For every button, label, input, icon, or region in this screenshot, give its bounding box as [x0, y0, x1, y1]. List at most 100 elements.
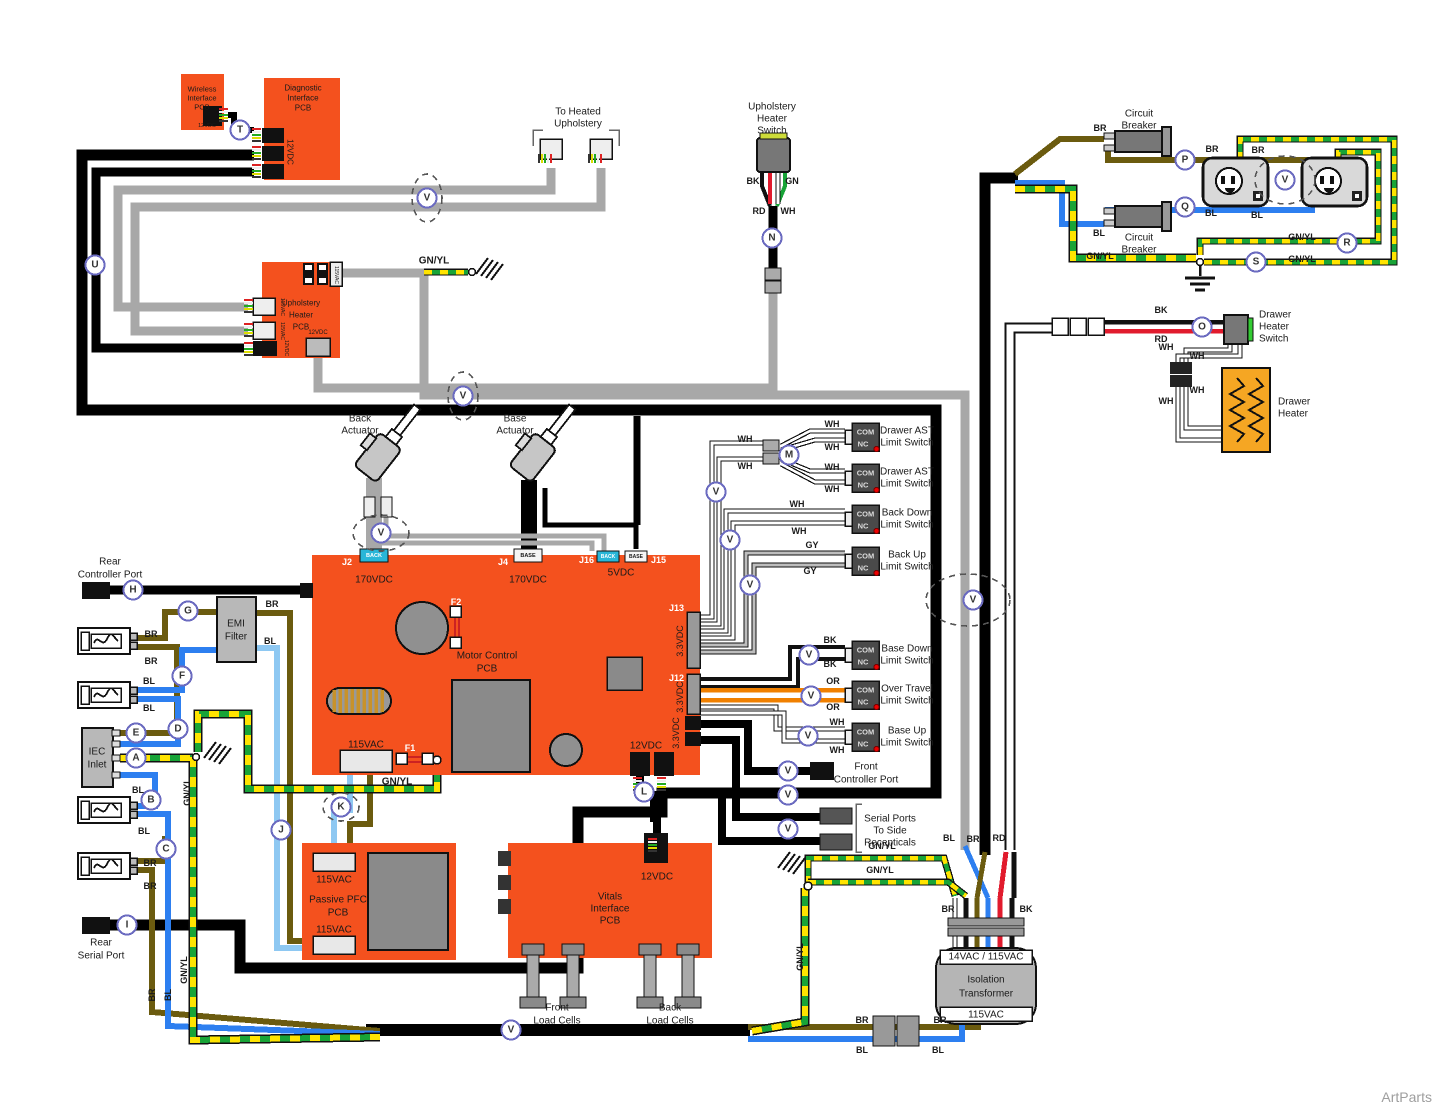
- wire-gray-heated-uph-2[interactable]: [130, 168, 606, 336]
- trunk-main[interactable]: [76, 149, 942, 974]
- connector-uph-12vdc-bot[interactable]: [305, 337, 331, 357]
- marker-v[interactable]: V: [1274, 169, 1296, 191]
- front-controller-port[interactable]: [810, 762, 834, 780]
- wire-j13-m1[interactable]: [700, 441, 764, 619]
- marker-i[interactable]: I: [116, 914, 138, 936]
- wire-br-k[interactable]: [347, 772, 373, 853]
- wire-br-fan-stub[interactable]: [974, 851, 988, 899]
- rear-serial-port[interactable]: [82, 917, 110, 934]
- wire-gnyl-ground-1[interactable]: [805, 855, 958, 897]
- wire-bl-fuse3-bottom[interactable]: [134, 811, 381, 1037]
- connector-j15[interactable]: [624, 550, 648, 563]
- marker-d[interactable]: D: [167, 718, 189, 740]
- wire-j13-m2[interactable]: [700, 457, 764, 626]
- wire-back-sensor2[interactable]: [383, 515, 607, 551]
- uph-heater-switch[interactable]: [756, 137, 791, 173]
- marker-v[interactable]: V: [705, 481, 727, 503]
- wire-gray-heated-uph-1[interactable]: [113, 168, 556, 312]
- connector-uph-115vac-1[interactable]: [252, 297, 276, 316]
- wire-back-sensor1[interactable]: [367, 515, 595, 551]
- connector-j12[interactable]: [686, 673, 701, 715]
- receptacle-2[interactable]: [1300, 156, 1369, 208]
- connector-uph-115vac-top[interactable]: [329, 261, 343, 287]
- marker-v[interactable]: V: [777, 818, 799, 840]
- connector-j13[interactable]: [686, 611, 701, 669]
- marker-f[interactable]: F: [171, 665, 193, 687]
- wire-br-fuse4-bottom[interactable]: [134, 867, 381, 1034]
- drawer-heater-switch[interactable]: [1223, 314, 1249, 345]
- marker-r[interactable]: R: [1336, 232, 1358, 254]
- wire-m-s1a[interactable]: [780, 429, 845, 448]
- marker-n[interactable]: N: [761, 227, 783, 249]
- connector-mc-12vdc-1[interactable]: [630, 752, 650, 776]
- connector-mc-12vdc-2[interactable]: [654, 752, 674, 776]
- wire-gnyl-f1[interactable]: [195, 711, 440, 792]
- circuit-breaker-1[interactable]: [1103, 126, 1172, 157]
- marker-m[interactable]: M: [778, 444, 800, 466]
- wire-j13-bd2[interactable]: [700, 521, 845, 640]
- wire-br-breaker-in[interactable]: [1013, 136, 1104, 177]
- marker-c[interactable]: C: [155, 838, 177, 860]
- wire-bl-transformer[interactable]: [748, 1021, 965, 1042]
- wire-j13-bd1[interactable]: [700, 508, 845, 634]
- marker-v[interactable]: V: [719, 529, 741, 551]
- wire-j12-bk2[interactable]: [700, 657, 845, 689]
- connector-diag-1[interactable]: [262, 128, 284, 143]
- fuse-holder-1[interactable]: [76, 626, 139, 656]
- wire-gnyl-s-loop[interactable]: [1204, 136, 1397, 265]
- wire-serial2[interactable]: [718, 793, 820, 845]
- load-cell[interactable]: [674, 943, 702, 1009]
- marker-v[interactable]: V: [777, 784, 799, 806]
- connector-pfc-115vac-2[interactable]: [312, 935, 356, 955]
- marker-v[interactable]: V: [777, 760, 799, 782]
- marker-k[interactable]: K: [330, 796, 352, 818]
- marker-v[interactable]: V: [739, 574, 761, 596]
- connector-j2[interactable]: [359, 548, 389, 563]
- connector-wireless[interactable]: [203, 106, 222, 126]
- isolation-transformer[interactable]: [935, 947, 1037, 1025]
- emi-filter[interactable]: [216, 596, 257, 663]
- wire-base-sensor[interactable]: [542, 488, 639, 549]
- wire-gnyl-ground-1[interactable]: [805, 855, 958, 897]
- wire-j12-bk1[interactable]: [700, 645, 845, 681]
- marker-v[interactable]: V: [416, 187, 438, 209]
- wire-j13-bu1[interactable]: [700, 551, 845, 647]
- connector-diag-3[interactable]: [262, 164, 284, 179]
- connector-j16[interactable]: [596, 550, 620, 563]
- marker-v[interactable]: V: [500, 1019, 522, 1041]
- wire-gray-115vac-supply[interactable]: [342, 268, 970, 850]
- connector-pfc-115vac-1[interactable]: [312, 852, 356, 872]
- marker-h[interactable]: H: [122, 579, 144, 601]
- serial-port-2[interactable]: [819, 833, 853, 851]
- wire-gray-uph-switch[interactable]: [313, 292, 778, 393]
- marker-u[interactable]: U: [84, 254, 106, 276]
- marker-v[interactable]: V: [800, 685, 822, 707]
- fuse-holder-4[interactable]: [76, 851, 139, 881]
- marker-v[interactable]: V: [797, 725, 819, 747]
- marker-j[interactable]: J: [270, 819, 292, 841]
- marker-v[interactable]: V: [370, 522, 392, 544]
- marker-g[interactable]: G: [177, 600, 199, 622]
- wire-bl-fan-stub[interactable]: [962, 844, 991, 900]
- wire-gnyl-left-main[interactable]: [120, 755, 381, 1044]
- marker-o[interactable]: O: [1191, 316, 1213, 338]
- circuit-breaker-2[interactable]: [1103, 201, 1172, 232]
- load-cell[interactable]: [519, 943, 547, 1009]
- wire-gnyl-topright[interactable]: [1015, 186, 1196, 261]
- wire-drawer-wh4[interactable]: [1184, 387, 1222, 430]
- connector-uph-115vac-2[interactable]: [252, 321, 276, 340]
- wire-gnyl-ground-1[interactable]: [804, 854, 959, 897]
- load-cell[interactable]: [559, 943, 587, 1009]
- marker-t[interactable]: T: [229, 119, 251, 141]
- marker-v[interactable]: V: [962, 589, 984, 611]
- fuse-holder-2[interactable]: [76, 680, 139, 710]
- marker-e[interactable]: E: [125, 722, 147, 744]
- marker-b[interactable]: B: [140, 789, 162, 811]
- connector-33vdc-1[interactable]: [685, 716, 701, 730]
